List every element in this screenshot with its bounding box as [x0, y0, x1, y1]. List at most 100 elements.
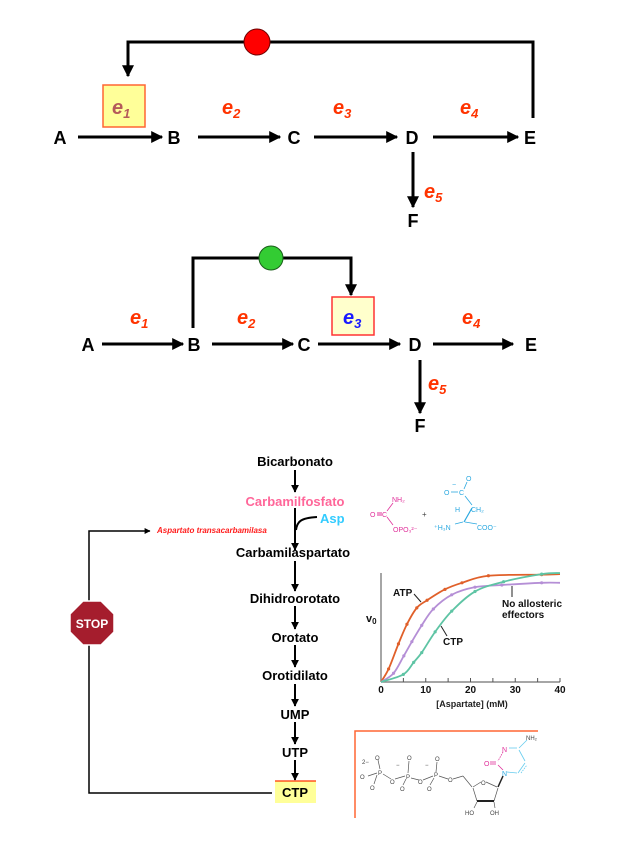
metabolite-c: C — [288, 128, 301, 148]
enzyme-label-e1: e1 — [130, 307, 148, 331]
svg-text:O: O — [370, 512, 376, 519]
stop-text: STOP — [76, 617, 108, 631]
svg-text:O: O — [448, 778, 453, 784]
data-point-atp — [486, 574, 490, 578]
regulated-enzyme-box — [102, 84, 146, 128]
data-point-ctp — [473, 589, 477, 594]
svg-text:CH₂: CH₂ — [471, 507, 484, 514]
step-orotidilato: Orotidilato — [262, 668, 328, 683]
annotation-ctp: CTP — [443, 637, 463, 648]
data-point-no-allosteric-effectors — [450, 593, 454, 597]
data-point-atp — [443, 587, 447, 591]
enzyme-label-e2: e2 — [222, 97, 241, 121]
svg-text:NH₂: NH₂ — [526, 736, 538, 742]
svg-text:OPO₃²⁻: OPO₃²⁻ — [393, 527, 418, 534]
svg-text:C: C — [382, 512, 387, 519]
step-utp: UTP — [282, 745, 308, 760]
metabolite-d: D — [409, 335, 422, 355]
svg-text:O: O — [407, 756, 412, 762]
data-point-atp — [405, 622, 409, 626]
svg-text:−: − — [452, 482, 456, 489]
annotation-no-effectors-line1: No allosteric — [502, 599, 562, 610]
x-tick-label: 20 — [465, 685, 477, 696]
svg-text:O: O — [444, 490, 450, 497]
svg-text:O: O — [390, 780, 395, 786]
step-ump: UMP — [281, 707, 310, 722]
annotation-atp: ATP — [393, 588, 413, 599]
svg-text:O: O — [427, 787, 432, 793]
data-point-no-allosteric-effectors — [473, 585, 477, 589]
step-bicarbonato: Bicarbonato — [257, 454, 333, 469]
data-point-no-allosteric-effectors — [540, 581, 544, 585]
svg-text:N: N — [502, 771, 507, 778]
svg-text:HO: HO — [465, 811, 474, 817]
svg-text:O: O — [466, 476, 472, 483]
ctp-structure-panel: 2− O O O P O − O P O O − O P O O O HO OH… — [354, 730, 538, 818]
svg-text:C: C — [459, 490, 464, 497]
metabolite-f: F — [408, 211, 419, 231]
data-point-ctp — [433, 630, 437, 634]
enzyme-label-e3: e3 — [333, 97, 352, 121]
svg-text:OH: OH — [490, 811, 499, 817]
step-carbamilaspartato: Carbamilaspartato — [236, 545, 350, 560]
data-point-atp — [460, 581, 464, 585]
svg-text:H: H — [455, 507, 460, 514]
svg-text:−: − — [396, 763, 400, 769]
step-orotato: Orotato — [272, 630, 319, 645]
annotation-ctp-leader — [440, 625, 448, 637]
feedforward-activation-diagram: e3 e1 e2 e4 e5 A B C D E F — [82, 245, 537, 436]
inhibitor-circle — [243, 28, 271, 56]
svg-text:O: O — [481, 781, 486, 787]
svg-text:NH₂: NH₂ — [392, 497, 405, 504]
x-axis-label: [Aspartate] (mM) — [436, 699, 508, 709]
enzyme-label-e4: e4 — [462, 307, 481, 331]
x-tick-label: 10 — [420, 685, 432, 696]
svg-text:⁺H₃N: ⁺H₃N — [434, 525, 451, 532]
metabolite-f: F — [415, 416, 426, 436]
data-point-ctp — [540, 572, 544, 576]
regulated-enzyme-box — [331, 296, 375, 336]
data-point-no-allosteric-effectors — [431, 607, 435, 611]
data-point-ctp — [450, 609, 454, 613]
pyrimidine-pathway: Bicarbonato Carbamilfosfato Asp Aspartat… — [69, 454, 350, 803]
data-point-ctp — [412, 660, 416, 664]
stop-sign-icon: STOP — [69, 600, 115, 646]
enzyme-label-e5: e5 — [428, 373, 447, 397]
metabolite-b: B — [188, 335, 201, 355]
ctp-box — [275, 781, 316, 803]
data-point-no-allosteric-effectors — [391, 671, 396, 675]
enzyme-label-e4: e4 — [460, 97, 479, 121]
data-point-atp — [387, 667, 391, 671]
svg-text:O: O — [435, 757, 440, 763]
activator-circle — [258, 245, 284, 271]
svg-text:O: O — [375, 756, 380, 762]
metabolite-b: B — [168, 128, 181, 148]
x-tick-label: 30 — [510, 685, 522, 696]
metabolite-d: D — [406, 128, 419, 148]
ctp-panel-border — [354, 730, 538, 818]
ctp-feedback-line — [88, 528, 272, 794]
svg-text:2−: 2− — [362, 760, 369, 766]
data-point-ctp — [401, 672, 405, 676]
data-point-atp — [415, 606, 419, 610]
data-point-atp — [425, 598, 429, 602]
svg-text:P: P — [406, 775, 410, 781]
svg-text:N: N — [502, 747, 507, 754]
step-ctp: CTP — [282, 785, 308, 800]
x-tick-label: 0 — [378, 685, 384, 696]
svg-text:O: O — [418, 780, 423, 786]
metabolite-c: C — [298, 335, 311, 355]
svg-text:P: P — [434, 773, 438, 779]
metabolite-a: A — [82, 335, 95, 355]
step-dihidroorotato: Dihidroorotato — [250, 591, 340, 606]
series-line-ctp — [380, 572, 561, 683]
carbamoyl-phosphate-structure: O C NH₂ OPO₃²⁻ + — [370, 497, 427, 534]
x-tick-label: 40 — [554, 685, 566, 696]
svg-text:O: O — [484, 761, 490, 768]
data-point-no-allosteric-effectors — [402, 654, 406, 658]
svg-text:O: O — [400, 787, 405, 793]
aspartate-structure: − O O C H CH₂ ⁺H₃N COO⁻ — [434, 476, 497, 532]
data-point-atp — [396, 642, 401, 646]
